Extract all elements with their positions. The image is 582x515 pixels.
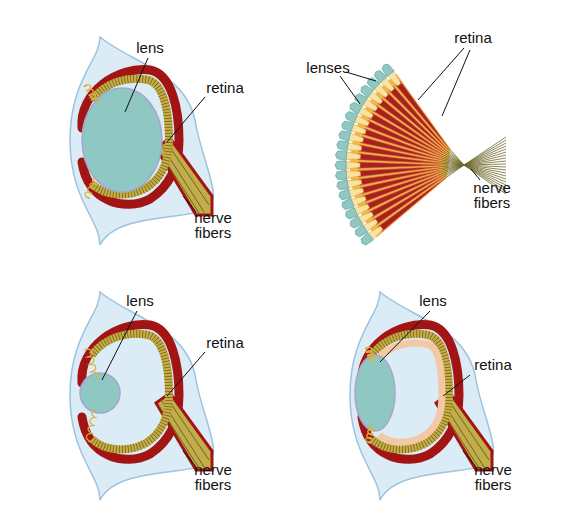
part-label: retina [443, 30, 503, 45]
ligament-coil [84, 85, 98, 104]
crystal-cone [349, 188, 364, 197]
ligament-coil [85, 179, 97, 199]
part-label: nerve fibers [190, 462, 236, 492]
lens-facet [346, 208, 358, 219]
camera-eye [70, 292, 213, 500]
ligament-coil [365, 347, 374, 362]
lens-facet [337, 141, 349, 151]
part-label: retina [463, 357, 523, 372]
leader-line [183, 451, 196, 467]
lens-facet [342, 199, 354, 210]
part-label: nerve fibers [469, 180, 515, 210]
camera-eye [350, 292, 493, 500]
part-label: lens [120, 40, 180, 55]
crystal-cone [347, 142, 362, 150]
leader-line [183, 196, 196, 212]
camera-eye [70, 37, 213, 245]
leader-line [125, 58, 148, 112]
ligament-coil [86, 410, 96, 442]
crystal-cone [346, 152, 360, 160]
part-label: lenses [298, 60, 358, 75]
leader-line [380, 311, 430, 362]
leader-line [443, 375, 470, 396]
part-label: retina [195, 80, 255, 95]
ligament-coil [366, 426, 374, 443]
lens-facet [382, 64, 394, 76]
part-label: retina [195, 335, 255, 350]
leader-line [463, 451, 476, 467]
crystal-cone [349, 133, 364, 142]
lens-facet [339, 189, 351, 199]
retinula-cell [396, 81, 449, 148]
part-label: lens [403, 293, 463, 308]
part-label: lens [110, 293, 170, 308]
part-label: nerve fibers [470, 462, 516, 492]
lens-facet [337, 180, 349, 190]
crystal-cone [346, 171, 360, 179]
leader-lines [102, 48, 480, 467]
retinula-cell [358, 167, 440, 177]
leader-line [340, 76, 360, 104]
lens-facet [342, 121, 354, 132]
lens-facet [339, 131, 351, 141]
nerve-fiber [440, 163, 506, 165]
lens-facet [335, 161, 346, 170]
leader-line [102, 311, 137, 380]
lens-facet [335, 170, 346, 179]
leader-line [418, 48, 464, 100]
pigment-fill [350, 74, 450, 238]
part-label: nerve fibers [190, 210, 236, 240]
ligament-coil [86, 348, 98, 378]
crystal-cone [346, 161, 360, 169]
leader-line [167, 97, 205, 142]
eye-group [70, 292, 213, 500]
lens-facet [335, 151, 346, 160]
crystal-cone [347, 180, 362, 188]
retinula-cell [369, 175, 443, 217]
eye-group [70, 37, 213, 245]
leader-line [442, 50, 470, 116]
leader-line [471, 169, 480, 180]
leader-line [167, 352, 205, 396]
retinula-cell [389, 87, 447, 149]
lens-shape [80, 373, 120, 413]
compound-eye [335, 64, 506, 245]
lens-shape [82, 88, 162, 192]
eye-group [350, 292, 493, 500]
lens-shape [355, 355, 395, 431]
leader-line [346, 72, 376, 81]
